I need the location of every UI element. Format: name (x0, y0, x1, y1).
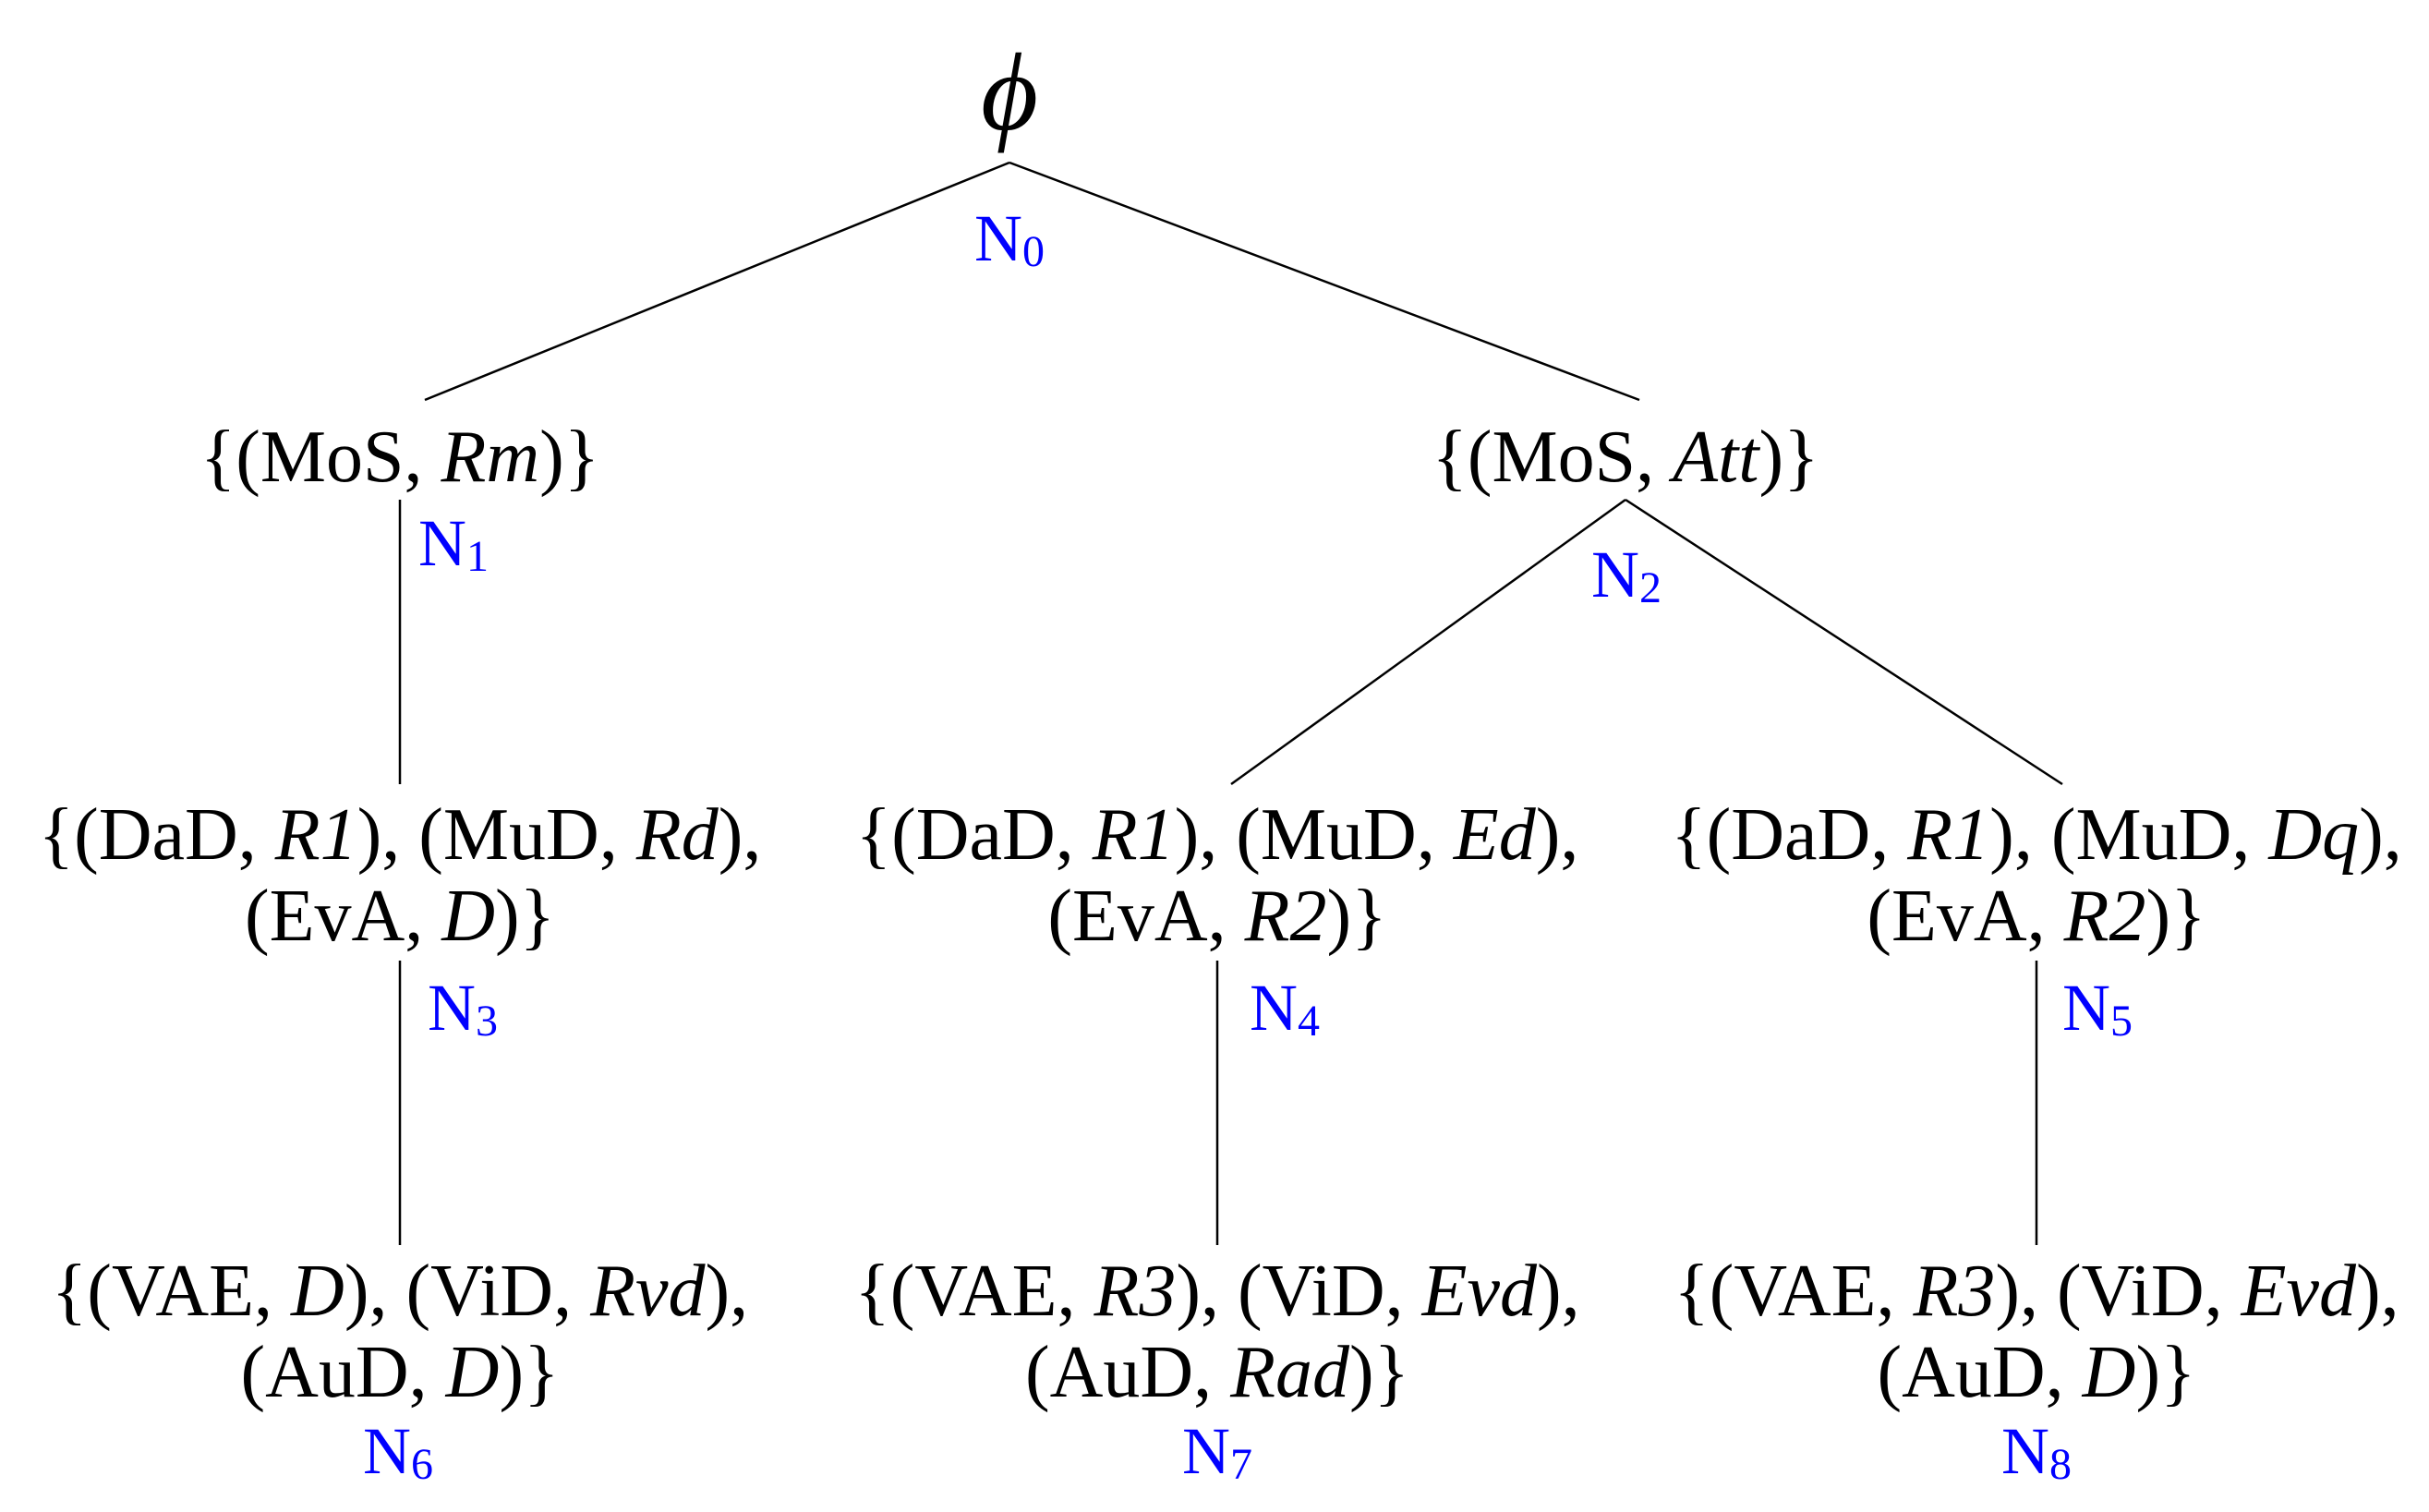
node-label-line: (EvA, D)} (39, 876, 762, 957)
label-text: (EvA, (244, 876, 442, 957)
node-n5-label: {(DaD, R1), (MuD, Dq),(EvA, R2)} (1671, 794, 2402, 957)
label-text: {(MoS, (199, 417, 441, 498)
node-label-line: {(VAE, D), (ViD, Rvd), (52, 1251, 748, 1332)
node-label-line: {(DaD, R1), (MuD, Dq), (1671, 794, 2402, 876)
node-label-line: {(DaD, R1), (MuD, Ed), (856, 794, 1579, 876)
node-n4-label: {(DaD, R1), (MuD, Ed),(EvA, R2)} (856, 794, 1579, 957)
node-label-line: {(MoS, Att)} (1432, 417, 1819, 498)
label-text: {(DaD, (1671, 794, 1908, 876)
value-term: Att (1673, 417, 1759, 498)
value-term: Rm (441, 417, 540, 498)
label-text: ), (2356, 1251, 2399, 1332)
node-id-n8: N8 (2001, 1414, 2072, 1489)
node-n1-label: {(MoS, Rm)} (200, 417, 599, 498)
label-text: (EvA, (1047, 876, 1245, 957)
value-term: Rad (1230, 1332, 1349, 1413)
node-id-n2: N2 (1591, 538, 1662, 612)
value-term: R1 (1907, 794, 1990, 876)
node-id-n0: N0 (974, 201, 1045, 276)
node-n3-label: {(DaD, R1), (MuD, Rd),(EvA, D)} (39, 794, 762, 957)
value-term: R1 (1092, 794, 1175, 876)
value-term: R2 (1244, 876, 1327, 957)
node-n7-label: {(VAE, R3), (ViD, Evd),(AuD, Rad)} (854, 1251, 1579, 1413)
edge-n2-n4 (1230, 498, 1626, 786)
label-text: {(VAE, (854, 1251, 1094, 1332)
label-text: (AuD, (1024, 1332, 1231, 1413)
label-text: ), (2359, 794, 2402, 876)
node-label-line: (EvA, R2)} (856, 876, 1579, 957)
label-text: {(MoS, (1432, 417, 1674, 498)
edge-n2-n5 (1625, 498, 2063, 786)
value-term: D (441, 876, 496, 957)
value-term: Ed (1453, 794, 1536, 876)
label-text: ), (1537, 1251, 1580, 1332)
value-term: Rvd (590, 1251, 706, 1332)
label-text: )} (1326, 876, 1387, 957)
value-term: R1 (274, 794, 357, 876)
value-term: Evd (2241, 1251, 2356, 1332)
label-text: )} (1758, 417, 1819, 498)
value-term: R3 (1913, 1251, 1996, 1332)
node-id-n3: N3 (428, 971, 498, 1046)
label-text: ), (1535, 794, 1579, 876)
label-text: (AuD, (1877, 1332, 2083, 1413)
label-text: )} (2135, 1332, 2196, 1413)
edge-n0-n2 (1009, 161, 1640, 402)
node-label-line: {(VAE, R3), (ViD, Evd), (854, 1251, 1579, 1332)
node-n2-label: {(MoS, Att)} (1432, 417, 1819, 498)
value-term: R3 (1094, 1251, 1177, 1332)
node-n6-label: {(VAE, D), (ViD, Rvd),(AuD, D)} (52, 1251, 748, 1413)
label-text: ), (MuD, (356, 794, 636, 876)
value-term: Evd (1421, 1251, 1537, 1332)
label-text: )} (1349, 1332, 1410, 1413)
label-text: )} (539, 417, 600, 498)
node-label-line: (EvA, R2)} (1671, 876, 2402, 957)
node-id-n4: N4 (1250, 971, 1320, 1046)
value-term: D (291, 1251, 344, 1332)
label-text: {(DaD, (38, 794, 275, 876)
value-term: D (445, 1332, 500, 1413)
node-label-line: (AuD, D)} (52, 1332, 748, 1413)
node-id-n6: N6 (363, 1414, 433, 1489)
node-id-n5: N5 (2062, 971, 2133, 1046)
label-text: {(VAE, (51, 1251, 292, 1332)
value-term: Rd (635, 794, 719, 876)
label-text: {(DaD, (855, 794, 1093, 876)
label-text: (AuD, (240, 1332, 446, 1413)
label-text: ), (705, 1251, 749, 1332)
label-text: ), (MuD, (1989, 794, 2269, 876)
label-text: ), (MuD, (1174, 794, 1454, 876)
node-label-line: {(MoS, Rm)} (200, 417, 599, 498)
value-term: Dq (2268, 794, 2360, 876)
label-text: {(VAE, (1674, 1251, 1914, 1332)
value-term: R2 (2063, 876, 2146, 957)
value-term: D (2082, 1332, 2136, 1413)
label-text: )} (499, 1332, 560, 1413)
node-n8-label: {(VAE, R3), (ViD, Evd),(AuD, D)} (1674, 1251, 2399, 1413)
label-text: ), (ViD, (344, 1251, 591, 1332)
node-id-n7: N7 (1182, 1414, 1252, 1489)
label-text: )} (2145, 876, 2206, 957)
label-text: )} (495, 876, 556, 957)
node-label-line: {(DaD, R1), (MuD, Rd), (39, 794, 762, 876)
node-label-line: (AuD, Rad)} (854, 1332, 1579, 1413)
root-empty-set-symbol: ϕ (980, 30, 1039, 153)
label-text: ), (ViD, (1176, 1251, 1422, 1332)
label-text: ), (ViD, (1995, 1251, 2242, 1332)
node-id-n1: N1 (418, 506, 489, 581)
node-label-line: (AuD, D)} (1674, 1332, 2399, 1413)
label-text: ), (718, 794, 762, 876)
node-label-line: {(VAE, R3), (ViD, Evd), (1674, 1251, 2399, 1332)
label-text: (EvA, (1867, 876, 2064, 957)
edge-n0-n1 (424, 161, 1010, 402)
